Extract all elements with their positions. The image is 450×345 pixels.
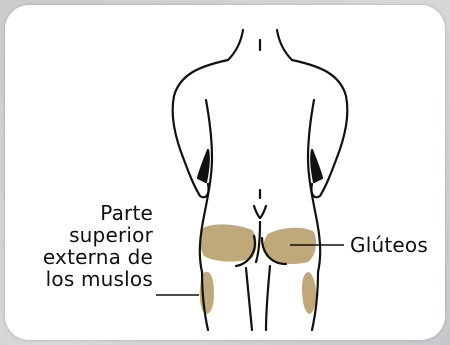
sacrum-mark-left [254, 206, 260, 218]
right-leg-inner [266, 266, 270, 330]
thigh-label-line-2: superior [0, 224, 153, 246]
right-thigh-area [302, 272, 316, 314]
neck-right-line [277, 30, 292, 60]
sacrum-mark-right [260, 206, 266, 218]
left-buttock-area [200, 224, 256, 261]
left-hand [198, 150, 209, 182]
right-hand [311, 150, 322, 182]
buttock-cleft [256, 222, 260, 262]
left-leg-inner [246, 268, 252, 330]
thigh-label-line-4: los muslos [0, 268, 153, 290]
neck-left-line [228, 30, 243, 60]
buttocks-label: Glúteos [350, 234, 428, 256]
thigh-label-line-3: externa de [0, 246, 153, 268]
thigh-label: Parte superior externa de los muslos [0, 202, 153, 290]
thigh-label-line-1: Parte [0, 202, 153, 224]
